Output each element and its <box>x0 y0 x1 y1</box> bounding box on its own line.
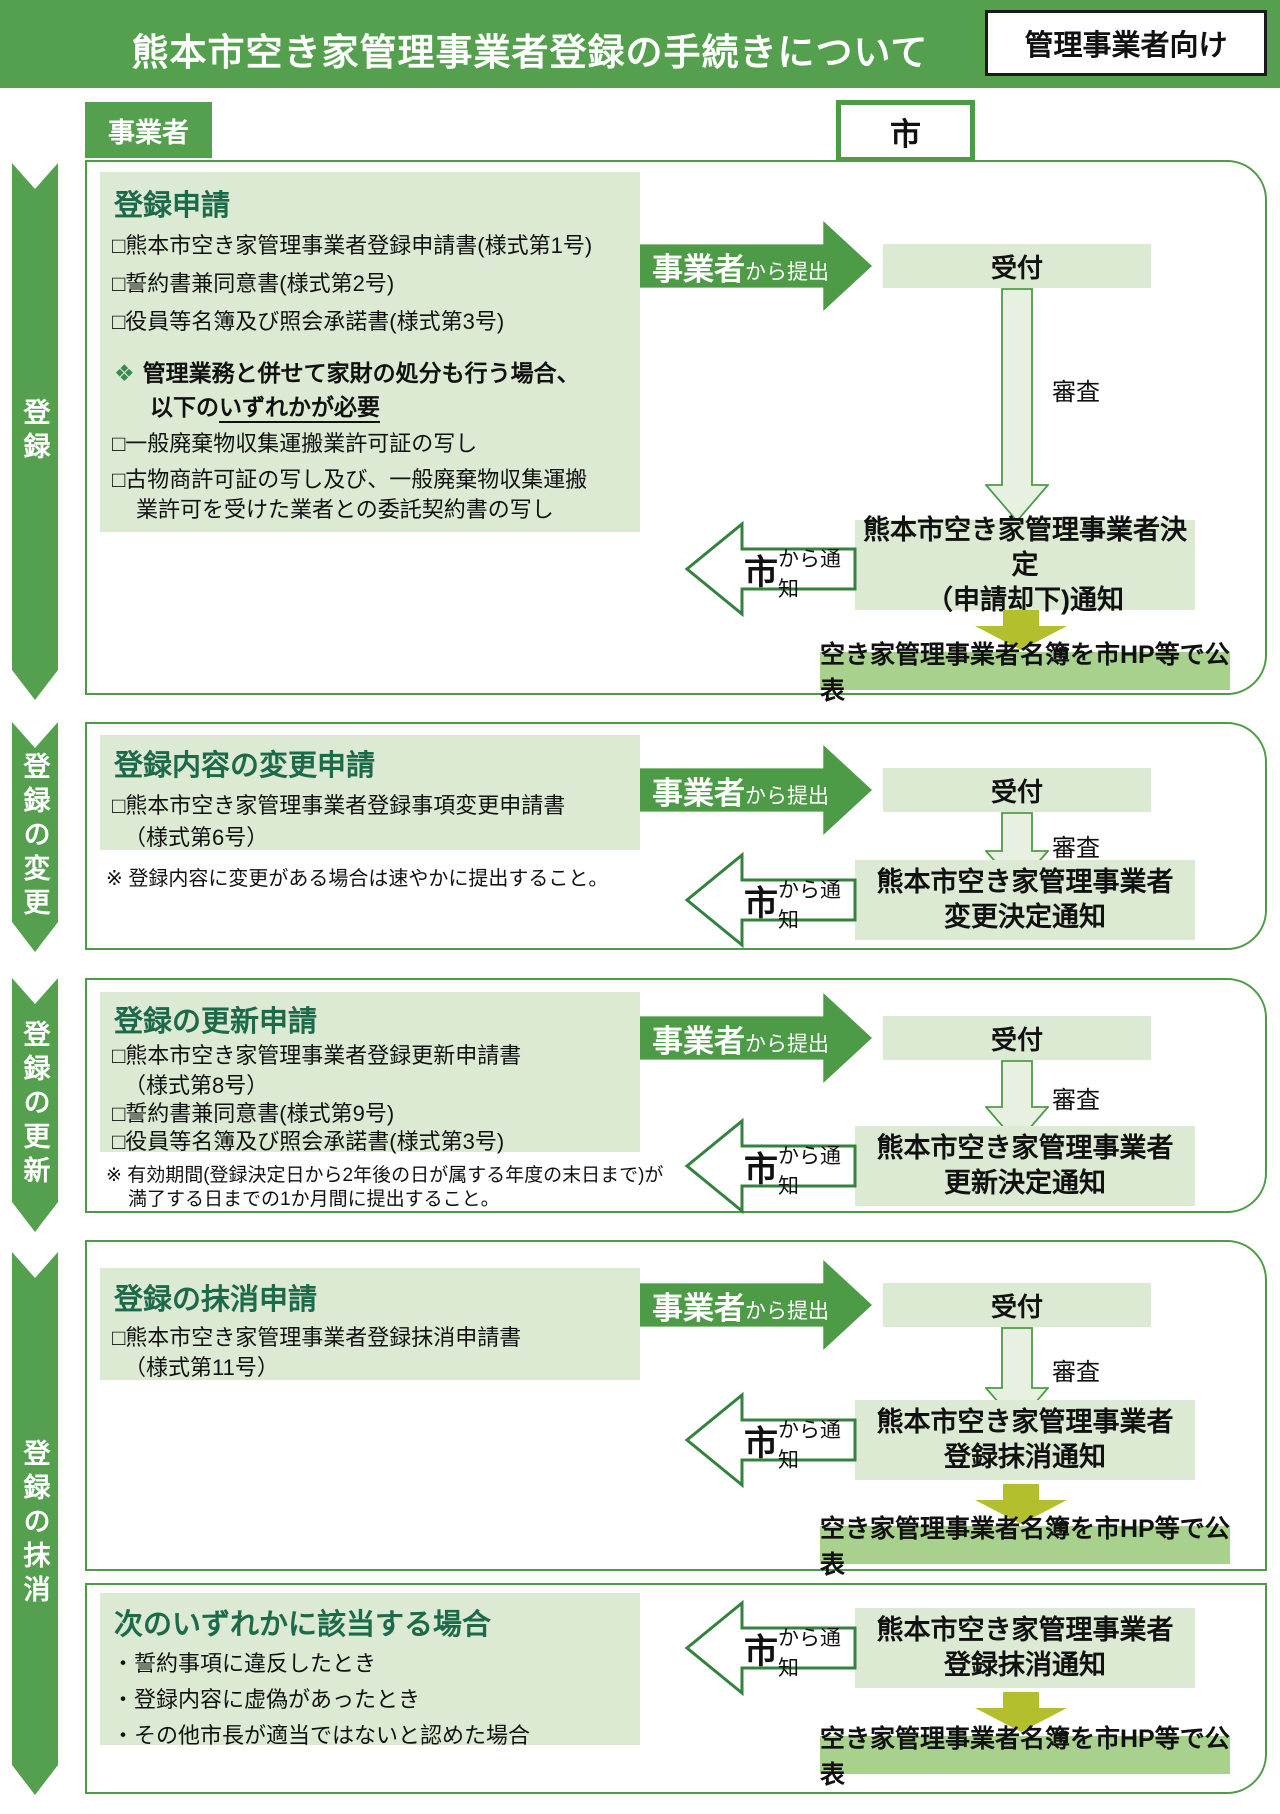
review-label: 審査 <box>1052 1359 1100 1386</box>
checklist-item: □熊本市空き家管理事業者登録抹消申請書 <box>112 1325 522 1350</box>
checklist-panel-registration <box>100 172 640 532</box>
notify-arrow: 市から通知 <box>684 1118 857 1214</box>
checklist-panel-change <box>100 735 640 850</box>
section-note-line1: ※ 有効期間(登録決定日から2年後の日が属する年度の末日まで)が <box>106 1165 664 1186</box>
checklist-item: □古物商許可証の写し及び、一般廃棄物収集運搬 <box>112 467 588 492</box>
notify-arrow-label: 市から通知 <box>744 1627 841 1680</box>
notify-arrow-label: 市から通知 <box>744 879 841 932</box>
ribbon-removal: 登録の抹消 <box>12 1252 58 1795</box>
publish-banner: 空き家管理事業者名簿を市HP等で公表 <box>820 1725 1230 1789</box>
checklist-item: （様式第8号） <box>124 1073 269 1098</box>
section-note: ※ 登録内容に変更がある場合は速やかに提出すること。 <box>106 868 609 890</box>
checklist-panel-removal-cases <box>100 1593 640 1745</box>
review-label: 審査 <box>1052 379 1100 406</box>
section-title: 登録の更新申請 <box>114 1006 318 1038</box>
condition-note-line2: 以下のいずれかが必要 <box>150 388 380 423</box>
checklist-item: □熊本市空き家管理事業者登録事項変更申請書 <box>112 793 566 818</box>
ribbon-label: 登録の変更 <box>19 752 50 922</box>
checklist-item: 業許可を受けた業者との委託契約書の写し <box>136 497 554 522</box>
ribbon-label: 登録の抹消 <box>19 1438 50 1609</box>
publish-arrow-icon <box>975 610 1067 650</box>
checklist-item: ・登録内容に虚偽があったとき <box>112 1687 421 1712</box>
review-arrow-icon <box>985 1060 1049 1144</box>
actor-business-label: 事業者 <box>85 102 212 158</box>
notify-arrow-label: 市から通知 <box>744 1419 841 1472</box>
section-note-line2: 満了する日までの1か月間に提出すること。 <box>128 1189 500 1210</box>
section-title: 登録の抹消申請 <box>114 1284 318 1316</box>
review-label: 審査 <box>1052 1087 1100 1114</box>
checklist-item: □熊本市空き家管理事業者登録申請書(様式第1号) <box>112 233 593 258</box>
checklist-item: □役員等名簿及び照会承諾書(様式第3号) <box>112 309 505 334</box>
checklist-item: ・誓約事項に違反したとき <box>112 1651 377 1676</box>
decision-notice-box: 熊本市空き家管理事業者登録抹消通知 <box>855 1608 1195 1688</box>
publish-arrow-icon <box>975 1692 1067 1732</box>
decision-notice-box: 熊本市空き家管理事業者更新決定通知 <box>855 1126 1195 1206</box>
audience-badge: 管理事業者向け <box>985 10 1267 76</box>
page-title: 熊本市空き家管理事業者登録の手続きについて <box>131 32 929 73</box>
decision-notice-box: 熊本市空き家管理事業者登録抹消通知 <box>855 1400 1195 1480</box>
diamond-icon: ❖ <box>114 360 135 386</box>
checklist-panel-removal <box>100 1268 640 1380</box>
publish-banner: 空き家管理事業者名簿を市HP等で公表 <box>820 641 1230 705</box>
actor-city-label: 市 <box>836 100 975 162</box>
ribbon-label: 登録の更新 <box>19 1020 50 1190</box>
notify-arrow-label: 市から通知 <box>744 1145 841 1198</box>
reception-box: 受付 <box>883 1016 1151 1060</box>
ribbon-change: 登録の変更 <box>12 722 58 952</box>
decision-notice-box: 熊本市空き家管理事業者変更決定通知 <box>855 860 1195 940</box>
checklist-item: □熊本市空き家管理事業者登録更新申請書 <box>112 1043 522 1068</box>
submit-arrow-label: 事業者 <box>652 251 745 287</box>
reception-box: 受付 <box>883 1283 1151 1327</box>
checklist-item: ・その他市長が適当ではないと認めた場合 <box>112 1723 531 1748</box>
notify-arrow: 市から通知 <box>684 1392 857 1488</box>
checklist-panel-renewal <box>100 992 640 1152</box>
ribbon-label: 登録 <box>19 397 50 466</box>
checklist-item: （様式第11号） <box>124 1355 279 1380</box>
notify-arrow-label: 市から通知 <box>744 548 841 601</box>
section-title: 登録申請 <box>114 190 231 222</box>
notify-arrow: 市から通知 <box>684 852 857 948</box>
notify-arrow: 市から通知 <box>684 521 857 617</box>
checklist-item: □誓約書兼同意書(様式第2号) <box>112 271 395 296</box>
reception-box: 受付 <box>883 768 1151 812</box>
checklist-item: □誓約書兼同意書(様式第9号) <box>112 1101 395 1126</box>
section-title: 登録内容の変更申請 <box>114 750 376 782</box>
condition-note-line1: ❖管理業務と併せて家財の処分も行う場合、 <box>114 360 580 386</box>
checklist-item: □一般廃棄物収集運搬業許可証の写し <box>112 431 478 456</box>
ribbon-renewal: 登録の更新 <box>12 978 58 1232</box>
checklist-item: （様式第6号） <box>124 825 269 850</box>
section-title: 次のいずれかに該当する場合 <box>114 1609 492 1641</box>
reception-box: 受付 <box>883 244 1151 288</box>
review-label: 審査 <box>1052 835 1100 862</box>
ribbon-registration: 登録 <box>12 163 58 700</box>
publish-banner: 空き家管理事業者名簿を市HP等で公表 <box>820 1515 1230 1579</box>
decision-notice-box: 熊本市空き家管理事業者決定（申請却下)通知 <box>855 515 1195 615</box>
publish-arrow-icon <box>975 1484 1067 1524</box>
notify-arrow: 市から通知 <box>684 1600 857 1696</box>
checklist-item: □役員等名簿及び照会承諾書(様式第3号) <box>112 1129 505 1154</box>
review-arrow-icon <box>985 288 1049 522</box>
